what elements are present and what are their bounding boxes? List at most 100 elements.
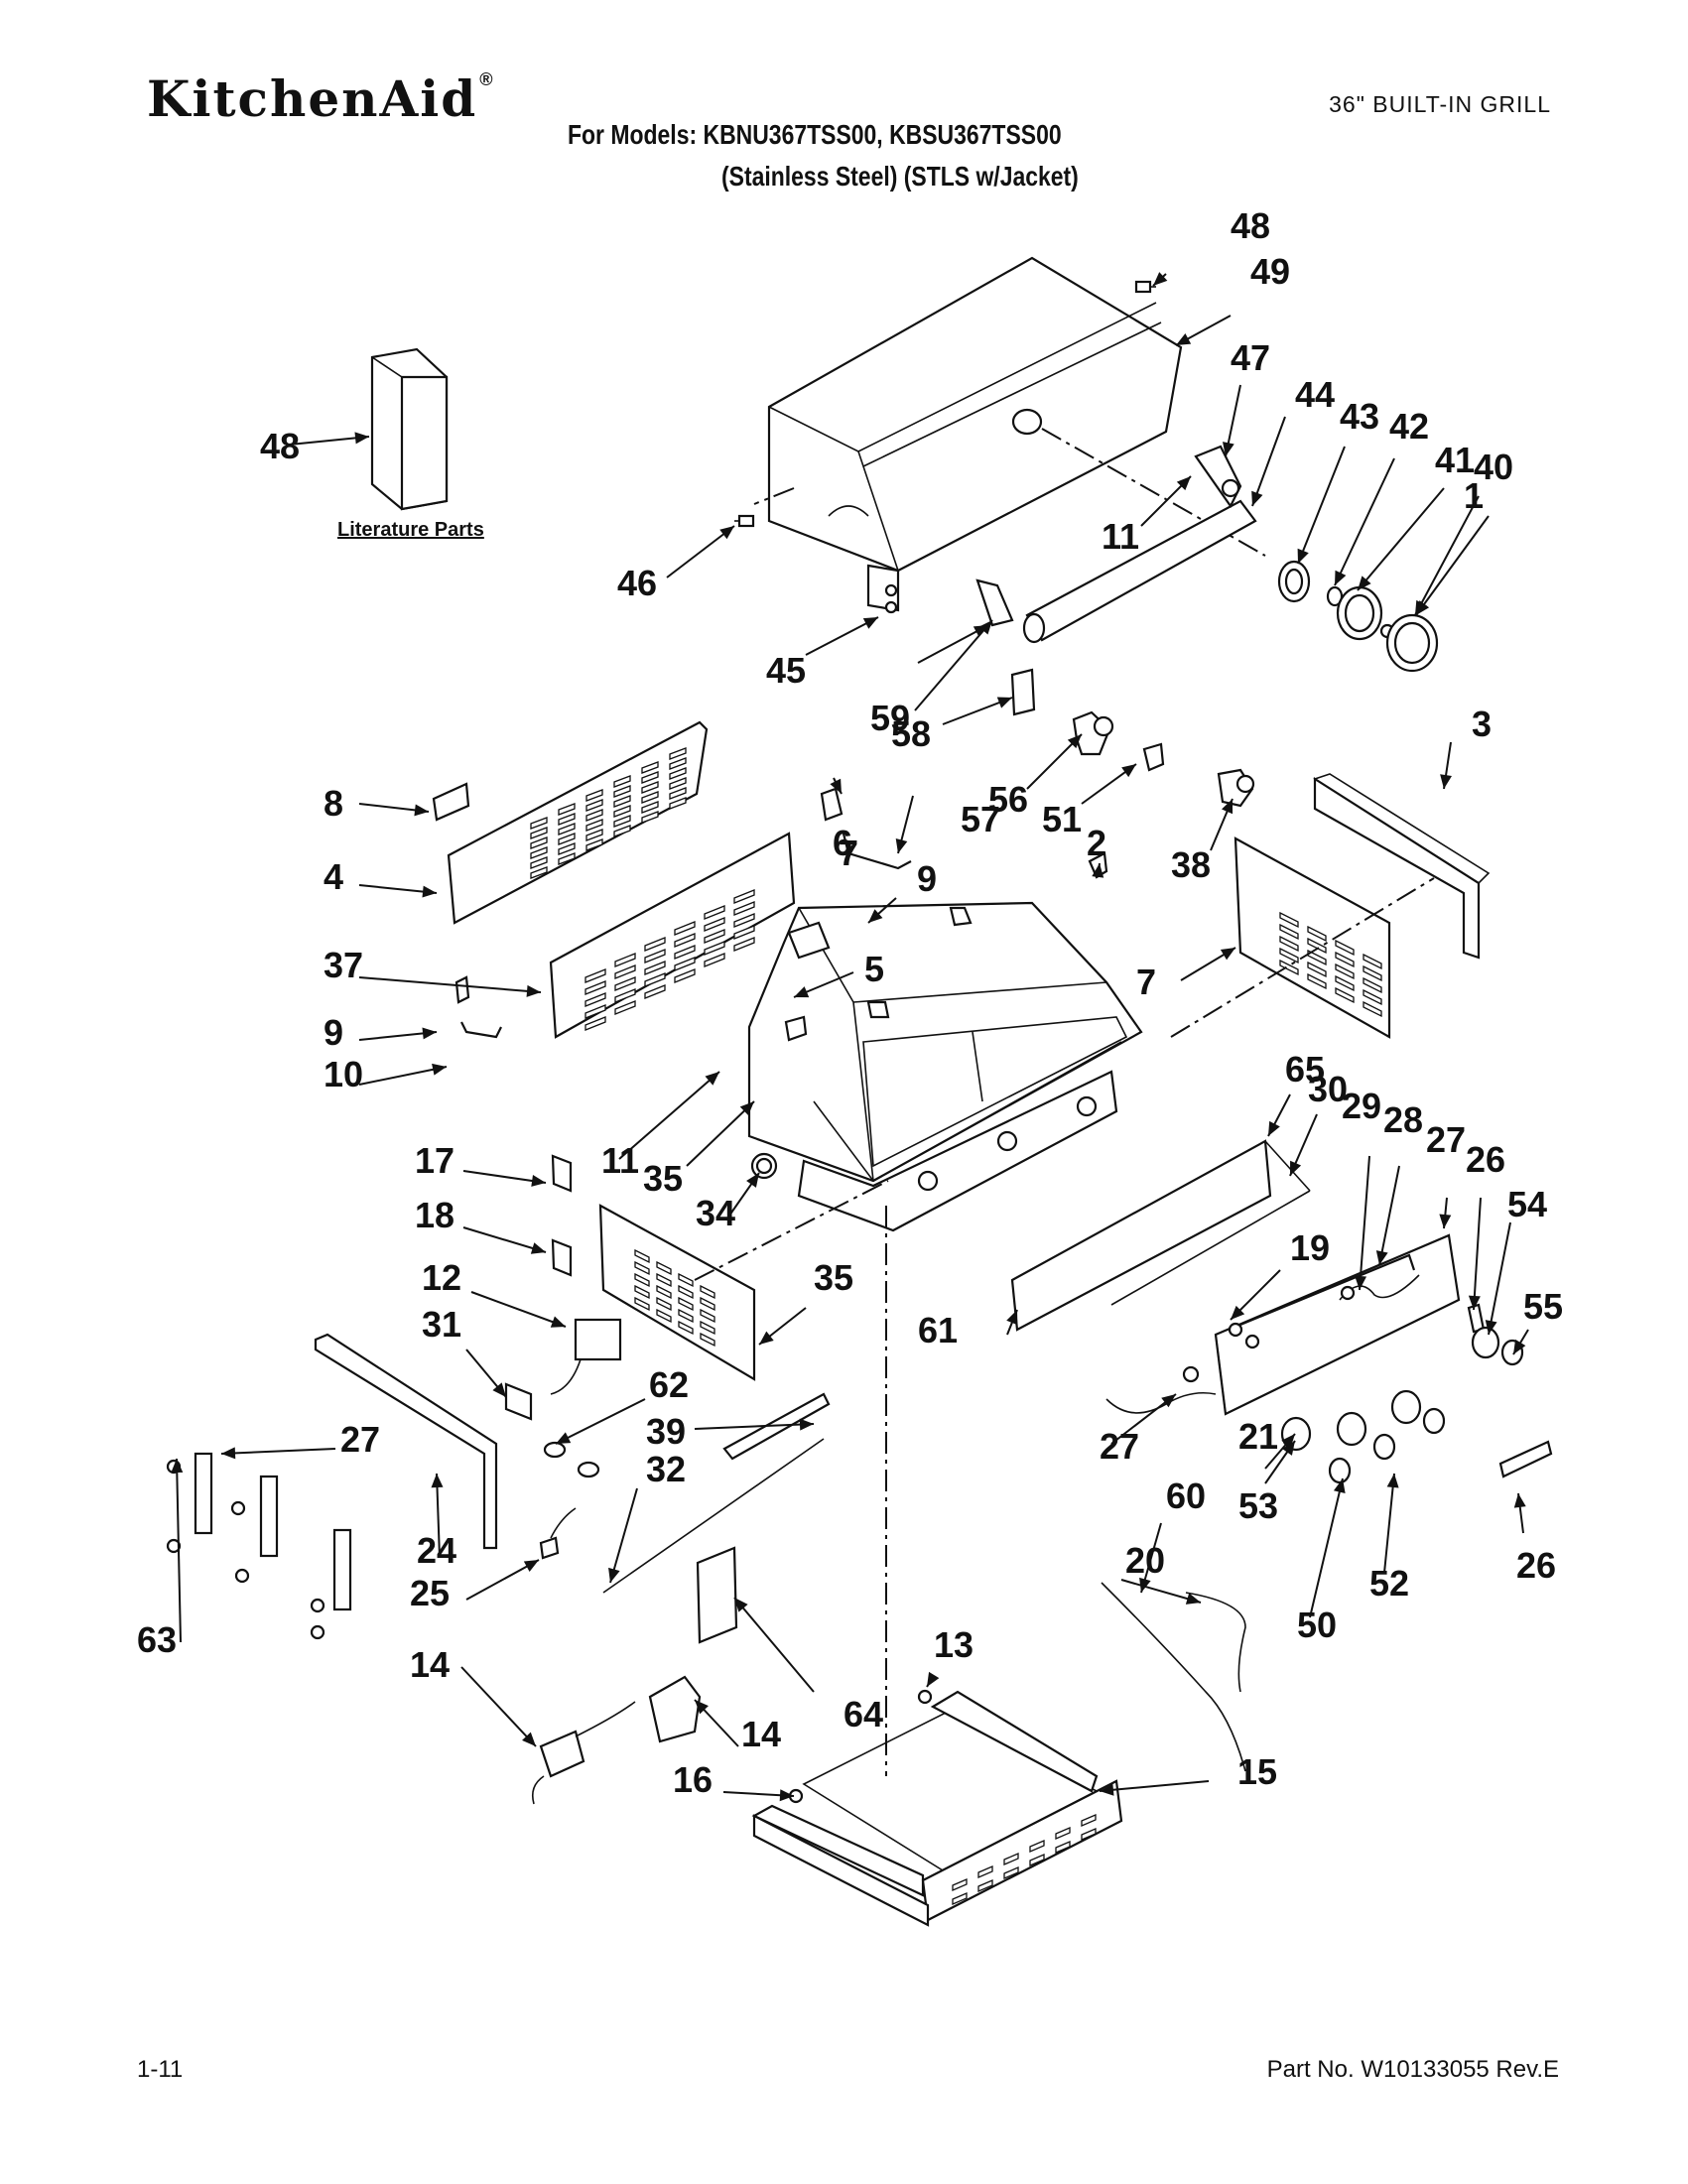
vent-slot xyxy=(678,1320,694,1336)
callout-number: 12 xyxy=(422,1257,461,1298)
callout-number: 3 xyxy=(1472,704,1492,744)
leader-arrowhead xyxy=(868,909,883,923)
callout-number: 32 xyxy=(646,1449,686,1489)
brand-name: KitchenAid xyxy=(147,69,478,128)
callout-number: 9 xyxy=(324,1012,343,1053)
vent-slot xyxy=(733,901,755,916)
vent-slot xyxy=(1307,937,1327,955)
leader-line xyxy=(1251,416,1286,507)
literature-book-drawing xyxy=(370,347,449,511)
vent-slot xyxy=(733,913,755,928)
leader-arrowhead xyxy=(1067,734,1082,749)
vent-slot xyxy=(1279,923,1299,941)
vent-slot xyxy=(641,791,659,804)
vent-slot xyxy=(704,941,725,956)
vent-slots-lower-panel xyxy=(584,889,755,1031)
leader-line xyxy=(555,1398,646,1445)
vent-slot xyxy=(644,949,666,964)
leader-line xyxy=(1488,1221,1511,1336)
vent-slot xyxy=(1279,911,1299,929)
right-panels-drawing xyxy=(1234,773,1491,1039)
leader-line xyxy=(1473,1197,1482,1311)
vent-slot xyxy=(644,937,666,952)
vent-slot xyxy=(1363,988,1382,1006)
leader-arrowhead xyxy=(1355,1275,1367,1290)
upper-small-parts-drawing xyxy=(820,668,1255,879)
vent-slot xyxy=(1363,964,1382,982)
callout-number: 47 xyxy=(1231,337,1270,378)
callout-number: 10 xyxy=(324,1054,363,1094)
leader-arrowhead xyxy=(1268,1120,1280,1136)
vent-slot xyxy=(1363,953,1382,970)
part-number: Part No. W10133055 Rev.E xyxy=(1266,2056,1559,2083)
callout-number: 50 xyxy=(1297,1605,1337,1645)
vent-slot xyxy=(674,957,696,971)
callout-number: 27 xyxy=(340,1419,380,1460)
thermometer-stack-drawing xyxy=(1277,560,1439,673)
leader-arrowhead xyxy=(734,1598,748,1612)
vent-slot xyxy=(558,823,576,835)
leader-line xyxy=(666,525,735,578)
vent-slot xyxy=(704,905,725,920)
base-frame-drawing xyxy=(751,1689,1123,1927)
callout-number: 41 xyxy=(1435,440,1475,480)
vent-slot xyxy=(678,1272,694,1288)
vent-slot xyxy=(613,815,631,828)
leader-line xyxy=(220,1448,336,1455)
callout-number: 64 xyxy=(844,1694,883,1734)
leader-arrowhead xyxy=(1485,1320,1497,1335)
callout-number: 26 xyxy=(1466,1139,1505,1180)
vent-slot xyxy=(977,1865,993,1878)
callout-number: 63 xyxy=(137,1619,177,1660)
leader-line xyxy=(1415,515,1490,616)
leader-arrowhead xyxy=(526,984,541,997)
vent-slot xyxy=(1029,1840,1045,1853)
callout-number: 38 xyxy=(1171,844,1211,885)
vent-slot xyxy=(669,757,687,770)
vent-slot xyxy=(669,767,687,780)
leader-arrowhead xyxy=(1333,1478,1346,1494)
vent-slot xyxy=(584,968,606,983)
vent-slot xyxy=(585,789,603,802)
callout-number: 37 xyxy=(324,945,363,985)
leader-arrowhead xyxy=(1121,764,1136,778)
vent-slot xyxy=(733,925,755,940)
vent-slots-upper-panel xyxy=(530,747,687,879)
leader-arrowhead xyxy=(608,1567,620,1583)
leader-arrowhead xyxy=(1161,1394,1176,1408)
vent-slot xyxy=(585,799,603,812)
callout-number: 59 xyxy=(870,698,910,738)
leader-arrowhead xyxy=(1153,272,1168,286)
callout-number: 52 xyxy=(1369,1563,1409,1604)
callout-number: 48 xyxy=(1231,205,1270,246)
front-panel-drawing xyxy=(598,1204,756,1381)
callout-number: 19 xyxy=(1290,1227,1330,1268)
callout-number: 17 xyxy=(415,1140,454,1181)
leader-arrowhead xyxy=(1251,490,1263,506)
vent-slot xyxy=(585,809,603,822)
leader-arrowhead xyxy=(1220,948,1235,961)
vent-slot xyxy=(1335,974,1355,992)
vent-slot xyxy=(1081,1814,1097,1827)
callout-number: 30 xyxy=(1308,1069,1348,1109)
vent-slot xyxy=(613,775,631,788)
callout-number: 44 xyxy=(1295,374,1335,415)
leader-line xyxy=(733,1597,815,1693)
vent-slot xyxy=(558,813,576,826)
vent-slot xyxy=(678,1296,694,1312)
leader-arrowhead xyxy=(522,1732,536,1746)
vent-slot xyxy=(558,833,576,845)
callout-number: 39 xyxy=(646,1411,686,1452)
callout-number: 55 xyxy=(1523,1286,1563,1327)
leader-arrowhead xyxy=(862,617,878,629)
vent-slot xyxy=(700,1332,715,1348)
vent-slot xyxy=(530,817,548,830)
leader-line xyxy=(1099,1780,1210,1792)
callout-number: 20 xyxy=(1125,1540,1165,1581)
vent-slot xyxy=(678,1284,694,1300)
vent-slot xyxy=(613,785,631,798)
leader-line xyxy=(436,1473,441,1559)
leader-line xyxy=(1357,487,1445,591)
callout-number: 57 xyxy=(961,799,1000,839)
callout-number: 29 xyxy=(1342,1086,1381,1126)
